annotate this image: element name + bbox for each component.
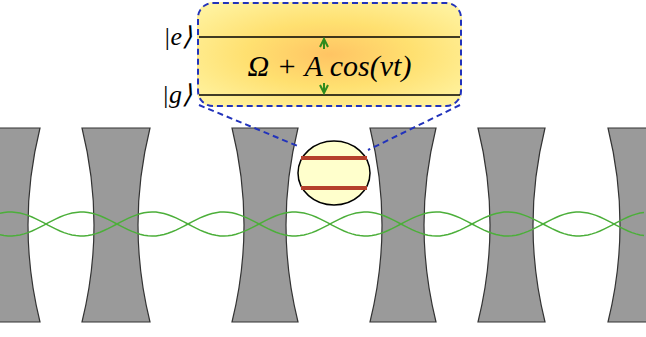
cavity-mirror: [478, 128, 545, 322]
state-label: |g⟩: [162, 82, 192, 108]
zoom-line: [368, 105, 460, 150]
atom-level: [301, 156, 367, 160]
arrow-head: [320, 39, 328, 47]
atom: [298, 141, 370, 205]
cavity-mirror: [232, 128, 298, 322]
zoom-box: Ω + A cos(νt): [197, 2, 462, 107]
mode-wave: [0, 212, 644, 236]
atom-level: [301, 186, 367, 190]
cavity-mode: [0, 212, 644, 236]
cavity-mirror: [0, 128, 40, 322]
zoom-line: [199, 105, 300, 147]
arrow-head: [320, 85, 328, 93]
state-label: |e⟩: [163, 24, 192, 50]
ground-level: [199, 94, 460, 96]
mode-wave: [0, 212, 644, 236]
excited-level: [199, 36, 460, 38]
cavity-mirrors: [0, 128, 646, 322]
drive-formula: Ω + A cos(νt): [248, 51, 412, 81]
